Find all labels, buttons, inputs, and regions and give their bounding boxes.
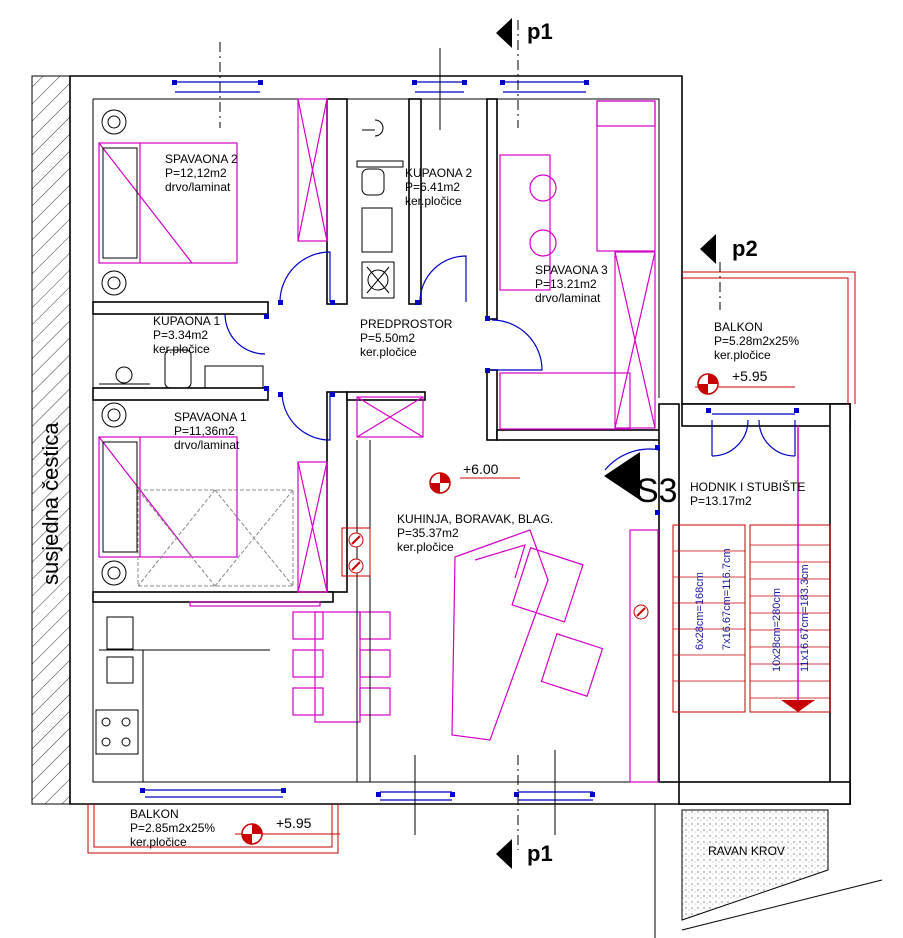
room-floor: ker.pločice — [153, 342, 210, 356]
room-label-balkon-right: BALKON P=5.28m2x25% ker.pločice — [714, 320, 799, 362]
section-arrow-p1-top — [496, 18, 512, 48]
stair-label-right-b: 11x16.67cm=183.3cm — [799, 564, 811, 672]
stair-label-left-b: 7x16.67cm=116.7cm — [721, 548, 733, 650]
room-label-kupaona-1: KUPAONA 1 P=3.34m2 ker.pločice — [153, 314, 220, 356]
room-label-kupaona-2: KUPAONA 2 P=6.41m2 ker.pločice — [405, 166, 472, 208]
section-label-s3: S3 — [636, 472, 678, 510]
level-symbol-main — [429, 472, 520, 494]
room-label-spavaona-3: SPAVAONA 3 P=13.21m2 drvo/laminat — [535, 263, 608, 305]
room-label-balkon-bottom: BALKON P=2.85m2x25% ker.pločice — [130, 807, 215, 849]
section-label-p1-top: p1 — [527, 19, 553, 44]
room-floor: drvo/laminat — [165, 180, 231, 194]
stairs — [672, 426, 831, 713]
neighbor-plot-label: susjedna čestica — [38, 422, 63, 585]
section-arrow-s3 — [604, 452, 640, 500]
misc-lines — [341, 440, 659, 783]
room-area: P=11,36m2 — [174, 424, 235, 438]
stair-treads-right — [750, 544, 830, 699]
kitchen-unit — [95, 601, 321, 782]
ravan-krov — [654, 804, 883, 938]
room-name: HODNIK I STUBIŠTE — [690, 479, 805, 494]
room-area: P=6.41m2 — [405, 180, 460, 194]
room-label-ravan-krov: RAVAN KROV — [708, 844, 785, 858]
doors — [224, 251, 796, 471]
interior-walls — [92, 98, 851, 805]
room-floor: drvo/laminat — [174, 438, 240, 452]
level-main: +6.00 — [463, 461, 499, 477]
bathroom-fixtures — [99, 119, 404, 389]
room-floor: ker.pločice — [714, 348, 771, 362]
room-label-predprostor: PREDPROSTOR P=5.50m2 ker.pločice — [360, 317, 453, 359]
section-arrow-p1-bottom — [496, 839, 512, 869]
room-name: SPAVAONA 3 — [535, 263, 608, 277]
room-label-kuhinja: KUHINJA, BORAVAK, BLAG. P=35.37m2 ker.pl… — [397, 512, 553, 554]
room-name: KUPAONA 2 — [405, 166, 472, 180]
stair-treads-left — [673, 550, 745, 682]
room-area: P=3.34m2 — [153, 328, 208, 342]
room-floor: ker.pločice — [397, 540, 454, 554]
room-area: P=13.21m2 — [535, 277, 597, 291]
sofa — [451, 154, 631, 741]
room-name: KUHINJA, BORAVAK, BLAG. — [397, 512, 553, 526]
room-area: P=5.50m2 — [360, 331, 415, 345]
room-area: P=13.17m2 — [690, 494, 752, 508]
socket-symbols — [348, 532, 649, 620]
section-arrow-p2 — [700, 234, 716, 264]
level-balkon-bottom: +5.95 — [276, 815, 312, 831]
room-label-hodnik: HODNIK I STUBIŠTE P=13.17m2 — [690, 479, 805, 508]
section-markers — [219, 18, 721, 869]
room-name: KUPAONA 1 — [153, 314, 220, 328]
room-area: P=2.85m2x25% — [130, 821, 215, 835]
room-area: P=35.37m2 — [397, 526, 459, 540]
room-floor: drvo/laminat — [535, 291, 601, 305]
level-symbol-balkon-bottom — [241, 823, 263, 845]
stair-label-right-a: 10x28cm=280cm — [771, 588, 783, 672]
bed-spavaona-2 — [98, 109, 238, 296]
room-label-spavaona-1: SPAVAONA 1 P=11,36m2 drvo/laminat — [174, 410, 247, 452]
room-name: SPAVAONA 2 — [165, 152, 238, 166]
room-name: PREDPROSTOR — [360, 317, 453, 331]
section-label-p2: p2 — [732, 236, 758, 261]
bed-spavaona-1 — [98, 402, 294, 587]
section-label-p1-bottom: p1 — [527, 841, 553, 866]
room-floor: ker.pločice — [130, 835, 187, 849]
room-name: SPAVAONA 1 — [174, 410, 247, 424]
room-floor: ker.pločice — [360, 345, 417, 359]
room-label-spavaona-2: SPAVAONA 2 P=12,12m2 drvo/laminat — [165, 152, 238, 194]
room-name: BALKON — [714, 320, 763, 334]
room-floor: ker.pločice — [405, 194, 462, 208]
level-balkon-right: +5.95 — [732, 368, 768, 384]
wardrobes — [297, 98, 656, 593]
neighbor-plot-strip — [31, 75, 71, 805]
room-name: BALKON — [130, 807, 179, 821]
room-area: P=12,12m2 — [165, 166, 227, 180]
room-area: P=5.28m2x25% — [714, 334, 799, 348]
stair-label-left-a: 6x28cm=168cm — [694, 572, 706, 650]
dining-table — [292, 611, 391, 723]
level-symbol-balkon-right — [697, 373, 719, 395]
